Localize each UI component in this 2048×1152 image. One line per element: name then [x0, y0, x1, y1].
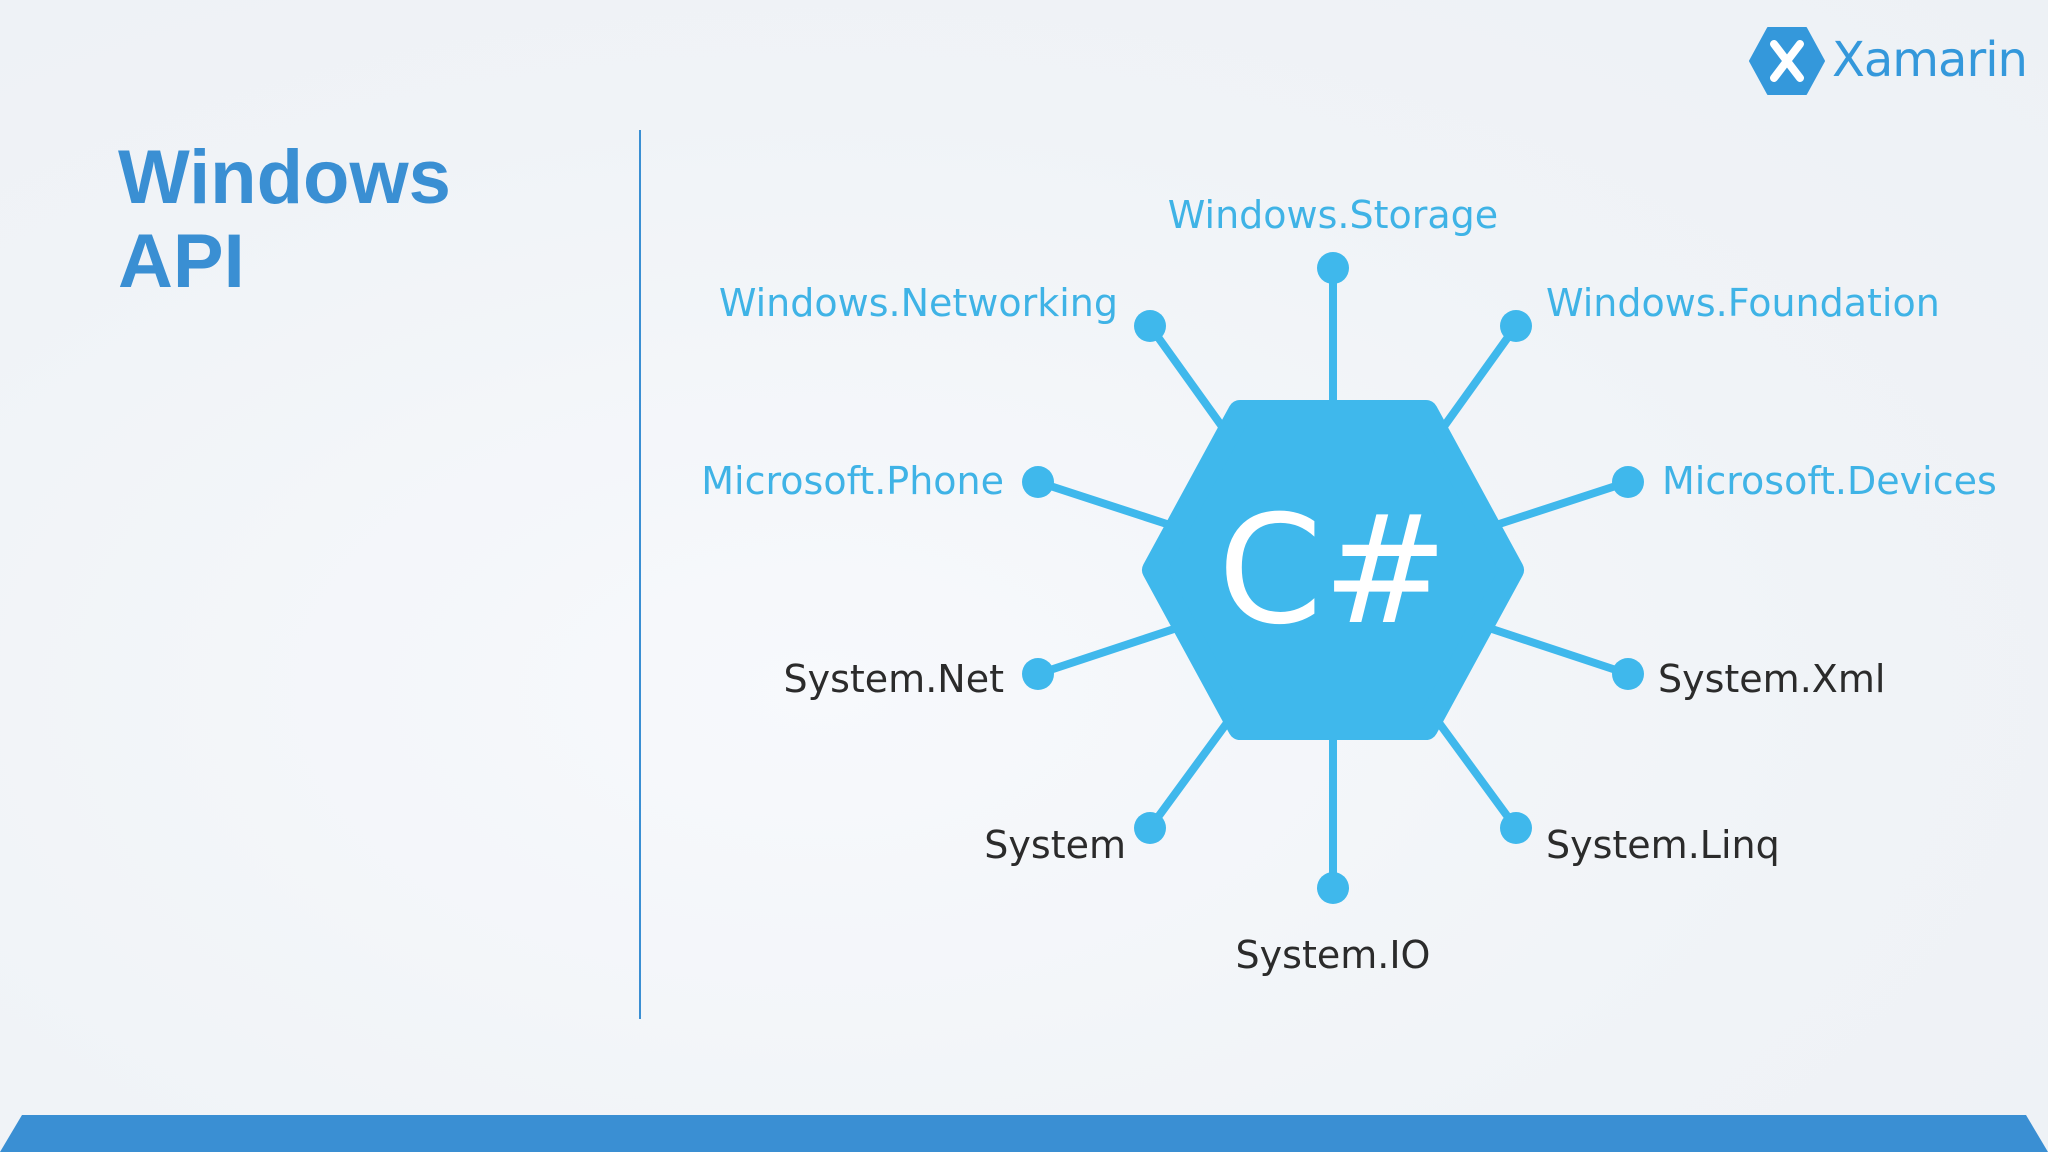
label-system: System	[984, 823, 1126, 867]
csharp-hexagon	[1142, 400, 1524, 740]
csharp-label: C#	[1218, 484, 1448, 658]
spokes	[1036, 268, 1630, 888]
dot-system-io	[1317, 872, 1349, 904]
dot-system-xml	[1612, 658, 1644, 690]
dot-microsoft-phone	[1022, 466, 1054, 498]
dot-system	[1134, 812, 1166, 844]
spoke-windows-foundation	[1436, 323, 1520, 435]
label-microsoft-devices: Microsoft.Devices	[1662, 459, 1997, 503]
xamarin-logo: Xamarin	[1748, 26, 2028, 96]
label-system-io: System.IO	[1236, 933, 1431, 977]
spoke-system-linq	[1430, 713, 1520, 831]
dot-windows-storage	[1317, 252, 1349, 284]
dot-microsoft-devices	[1612, 466, 1644, 498]
spoke-system	[1146, 713, 1236, 831]
dot-windows-foundation	[1500, 310, 1532, 342]
label-system-linq: System.Linq	[1546, 823, 1780, 867]
label-windows-foundation: Windows.Foundation	[1546, 281, 1940, 325]
title-line-2: API	[118, 219, 245, 304]
dot-system-linq	[1500, 812, 1532, 844]
spoke-windows-networking	[1146, 323, 1230, 435]
dot-system-net	[1022, 658, 1054, 690]
footer-bar	[0, 1115, 2048, 1152]
vertical-divider	[639, 130, 641, 1019]
label-system-xml: System.Xml	[1658, 657, 1885, 701]
label-windows-storage: Windows.Storage	[1168, 193, 1498, 237]
spoke-system-xml	[1484, 623, 1630, 678]
spoke-microsoft-devices	[1488, 478, 1630, 531]
spoke-microsoft-phone	[1036, 478, 1178, 531]
spoke-system-net	[1036, 623, 1182, 678]
label-system-net: System.Net	[784, 657, 1005, 701]
label-windows-networking: Windows.Networking	[719, 281, 1118, 325]
label-microsoft-phone: Microsoft.Phone	[701, 459, 1004, 503]
slide-title: Windows API	[118, 136, 451, 304]
xamarin-hex-x-icon	[1749, 27, 1825, 95]
spoke-dots	[1022, 252, 1644, 904]
dot-windows-networking	[1134, 310, 1166, 342]
title-line-1: Windows	[118, 135, 451, 220]
brand-name: Xamarin	[1832, 32, 2028, 88]
